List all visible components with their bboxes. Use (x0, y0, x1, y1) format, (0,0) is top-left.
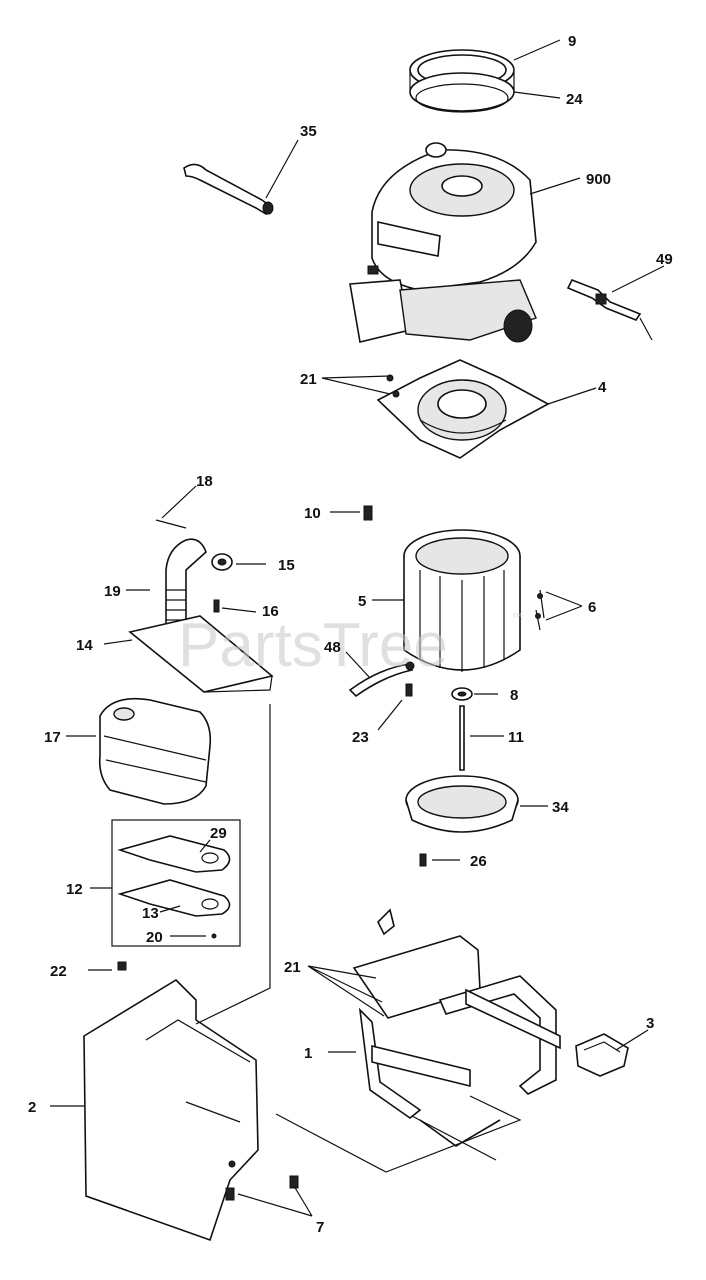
wire-part-48[interactable] (348, 661, 415, 698)
foot-part-3[interactable] (575, 1033, 629, 1077)
callout-18[interactable]: 18 (196, 473, 213, 490)
frame-base-outline (195, 704, 522, 1173)
callout-12[interactable]: 12 (66, 881, 83, 898)
callout-19[interactable]: 19 (104, 583, 121, 600)
callout-24[interactable]: 24 (566, 91, 583, 108)
washer-part-8[interactable] (451, 687, 473, 701)
bolt-part-11[interactable] (459, 705, 465, 771)
screw-part-23[interactable] (405, 683, 413, 697)
callout-16[interactable]: 16 (262, 603, 279, 620)
callout-20[interactable]: 20 (146, 929, 163, 946)
callout-5[interactable]: 5 (358, 593, 366, 610)
ring-part-24[interactable] (409, 72, 515, 113)
callout-9[interactable]: 9 (568, 33, 576, 50)
screw-part-18[interactable] (155, 519, 187, 529)
callout-11[interactable]: 11 (508, 729, 524, 746)
screw-part-20[interactable] (211, 933, 217, 939)
hose-part-35[interactable] (183, 163, 274, 216)
callout-21-bottom[interactable]: 21 (284, 959, 301, 976)
callout-900[interactable]: 900 (586, 171, 611, 188)
watermark-text: PartsTree (178, 611, 448, 680)
screw-part-26[interactable] (419, 853, 427, 867)
watermark-trademark: ™ (512, 612, 522, 623)
leader-lines (50, 39, 665, 1217)
callout-26[interactable]: 26 (470, 853, 487, 870)
callout-14[interactable]: 14 (76, 637, 93, 654)
flexpipe-part-19[interactable] (165, 538, 207, 631)
stator-part-5[interactable] (403, 529, 521, 672)
callout-48[interactable]: 48 (324, 639, 341, 656)
callout-7[interactable]: 7 (316, 1219, 324, 1236)
screw-part-22[interactable] (117, 961, 127, 971)
callout-23[interactable]: 23 (352, 729, 369, 746)
bolt-part-10[interactable] (363, 505, 373, 521)
callout-6[interactable]: 6 (588, 599, 596, 616)
callout-2[interactable]: 2 (28, 1099, 36, 1116)
rotor-plate-part-4[interactable] (376, 359, 550, 459)
gasket-part-13[interactable] (117, 879, 231, 917)
callout-labels: 9 24 35 900 49 21 4 10 18 15 19 16 5 6 1… (28, 33, 673, 1236)
callout-35[interactable]: 35 (300, 123, 317, 140)
callout-13[interactable]: 13 (142, 905, 159, 922)
muffler-part-17[interactable] (98, 697, 212, 805)
plate-part-14[interactable] (128, 615, 274, 693)
endcover-part-34[interactable] (405, 775, 519, 833)
screw-part-16[interactable] (213, 599, 220, 613)
callout-29[interactable]: 29 (210, 825, 227, 842)
frame-part-1[interactable] (352, 908, 561, 1147)
callout-1[interactable]: 1 (304, 1045, 312, 1062)
engine-part-900[interactable] (349, 142, 537, 343)
gasket-kit-box-part-12 (111, 819, 241, 947)
gasket-part-29[interactable] (117, 835, 231, 873)
callout-3[interactable]: 3 (646, 1015, 654, 1032)
callout-22[interactable]: 22 (50, 963, 67, 980)
callout-17[interactable]: 17 (44, 729, 61, 746)
watermark: PartsTree ™ (178, 611, 522, 680)
callout-15[interactable]: 15 (278, 557, 295, 574)
callout-21-top[interactable]: 21 (300, 371, 317, 388)
callout-34[interactable]: 34 (552, 799, 569, 816)
clamp-part-15[interactable] (211, 553, 233, 571)
shield-part-2[interactable] (83, 978, 259, 1242)
callout-49[interactable]: 49 (656, 251, 673, 268)
callout-4[interactable]: 4 (598, 379, 607, 396)
callout-8[interactable]: 8 (510, 687, 518, 704)
screws-part-6[interactable] (535, 589, 545, 631)
callout-10[interactable]: 10 (304, 505, 321, 522)
lead-part-49[interactable] (566, 278, 653, 341)
bolts-part-7[interactable] (225, 1175, 299, 1201)
